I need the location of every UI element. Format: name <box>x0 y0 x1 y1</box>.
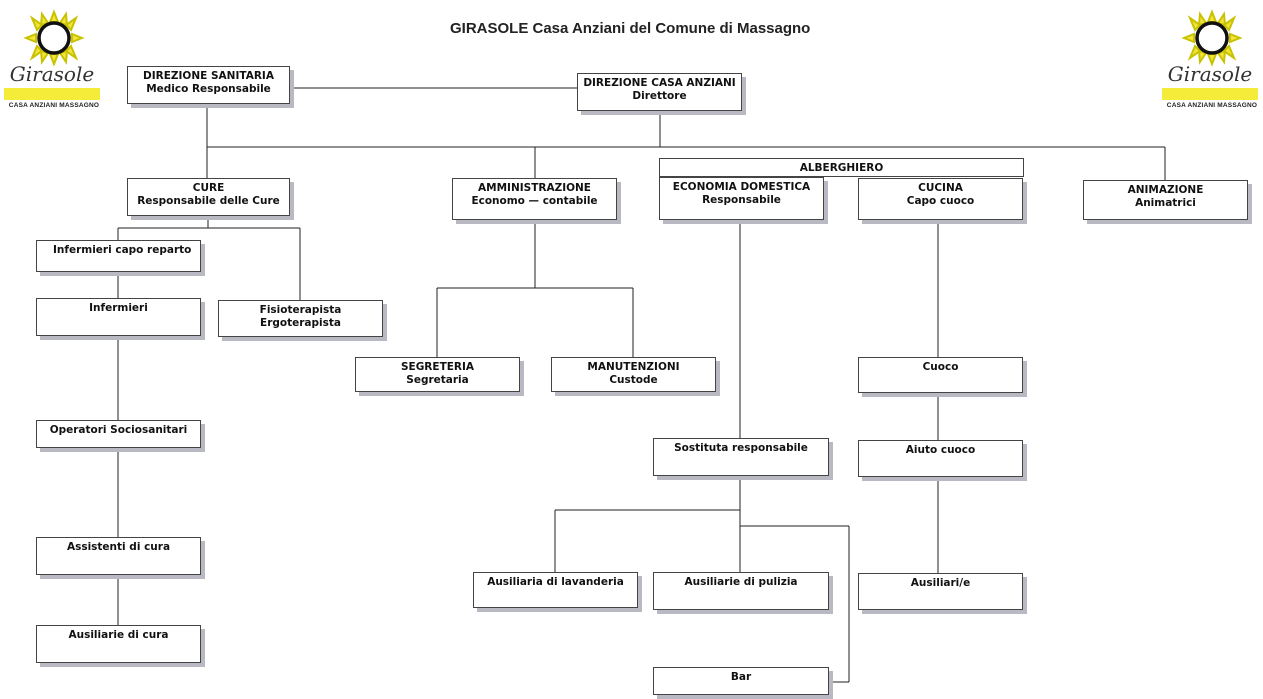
node-amministrazione[interactable]: AMMINISTRAZIONE Economo — contabile <box>452 178 617 220</box>
node-title: ALBERGHIERO <box>799 162 884 174</box>
node-economia-domestica[interactable]: ECONOMIA DOMESTICA Responsabile <box>659 177 824 220</box>
node-subtitle: Segretaria <box>406 374 469 386</box>
node-cuoco[interactable]: Cuoco <box>858 357 1023 393</box>
node-ausiliarie-di-pulizia[interactable]: Ausiliarie di pulizia <box>653 572 829 610</box>
node-subtitle: Capo cuoco <box>906 195 975 207</box>
node-subtitle: Responsabile delle Cure <box>137 195 280 207</box>
node-direzione-casa-anziani[interactable]: DIREZIONE CASA ANZIANI Direttore <box>577 73 742 111</box>
node-subtitle: Medico Responsabile <box>146 83 271 95</box>
node-title: DIREZIONE SANITARIA <box>143 70 274 82</box>
girasole-logo-right: Girasole CASA ANZIANI MASSAGNO <box>1162 4 1262 114</box>
node-title: MANUTENZIONI <box>587 361 680 373</box>
node-segreteria[interactable]: SEGRETERIA Segretaria <box>355 357 520 392</box>
node-title: Assistenti di cura <box>66 541 171 553</box>
node-title: Ausiliaria di lavanderia <box>487 576 624 588</box>
node-title: DIREZIONE CASA ANZIANI <box>583 77 736 89</box>
node-subtitle: Economo — contabile <box>471 195 598 207</box>
node-title: ECONOMIA DOMESTICA <box>672 181 811 193</box>
logo-brand: Girasole <box>1167 62 1253 86</box>
page-title: GIRASOLE Casa Anziani del Comune di Mass… <box>450 20 811 37</box>
node-title: Fisioterapista <box>259 304 342 316</box>
node-cucina[interactable]: CUCINA Capo cuoco <box>858 178 1023 220</box>
logo-subtitle: CASA ANZIANI MASSAGNO <box>8 102 100 109</box>
node-subtitle: Responsabile <box>702 194 781 206</box>
node-subtitle: Ergoterapista <box>260 317 341 329</box>
node-title: Ausiliarie di pulizia <box>684 576 798 588</box>
node-subtitle: Animatrici <box>1135 197 1196 209</box>
sunflower-icon <box>1181 9 1243 67</box>
node-cure[interactable]: CURE Responsabile delle Cure <box>127 178 290 216</box>
node-title: CURE <box>192 182 225 194</box>
node-title: SEGRETERIA <box>400 361 475 373</box>
node-title: AMMINISTRAZIONE <box>478 182 591 194</box>
logo-yellow-bar <box>1162 88 1258 100</box>
node-title: Bar <box>730 671 752 683</box>
logo-brand: Girasole <box>9 62 95 86</box>
node-subtitle: Custode <box>609 374 658 386</box>
sunflower-icon <box>23 9 85 67</box>
node-title: Infermieri capo reparto <box>53 244 192 256</box>
node-ausiliari-cucina[interactable]: Ausiliari/e <box>858 573 1023 610</box>
node-title: Sostituta responsabile <box>674 442 808 454</box>
node-title: Operatori Sociosanitari <box>49 424 188 436</box>
node-assistenti-di-cura[interactable]: Assistenti di cura <box>36 537 201 575</box>
node-fisioterapista[interactable]: Fisioterapista Ergoterapista <box>218 300 383 337</box>
node-title: Infermieri <box>89 302 148 314</box>
node-alberghiero[interactable]: ALBERGHIERO <box>659 158 1024 177</box>
node-title: Ausiliari/e <box>910 577 971 589</box>
node-bar[interactable]: Bar <box>653 667 829 695</box>
node-sostituta-responsabile[interactable]: Sostituta responsabile <box>653 438 829 476</box>
node-subtitle: Direttore <box>632 90 687 102</box>
node-manutenzioni[interactable]: MANUTENZIONI Custode <box>551 357 716 392</box>
node-direzione-sanitaria[interactable]: DIREZIONE SANITARIA Medico Responsabile <box>127 66 290 104</box>
node-title: Ausiliarie di cura <box>68 629 169 641</box>
node-ausiliaria-di-lavanderia[interactable]: Ausiliaria di lavanderia <box>473 572 638 608</box>
node-title: CUCINA <box>918 182 963 194</box>
node-infermieri-capo-reparto[interactable]: Infermieri capo reparto <box>36 240 201 272</box>
node-title: ANIMAZIONE <box>1127 184 1204 196</box>
node-title: Cuoco <box>922 361 959 373</box>
node-infermieri[interactable]: Infermieri <box>36 298 201 336</box>
node-operatori-sociosanitari[interactable]: Operatori Sociosanitari <box>36 420 201 448</box>
node-aiuto-cuoco[interactable]: Aiuto cuoco <box>858 440 1023 477</box>
node-title: Aiuto cuoco <box>905 444 976 456</box>
logo-subtitle: CASA ANZIANI MASSAGNO <box>1166 102 1258 109</box>
logo-yellow-bar <box>4 88 100 100</box>
node-animazione[interactable]: ANIMAZIONE Animatrici <box>1083 180 1248 220</box>
girasole-logo-left: Girasole CASA ANZIANI MASSAGNO <box>4 4 104 114</box>
node-ausiliarie-di-cura[interactable]: Ausiliarie di cura <box>36 625 201 663</box>
